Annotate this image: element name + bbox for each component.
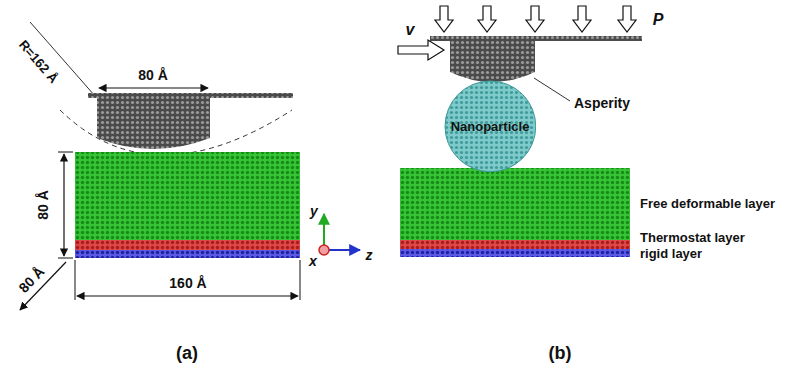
tick: [75, 260, 76, 300]
nanoparticle-circle: Nanoparticle: [444, 80, 537, 173]
dimension-label: x: [309, 254, 317, 269]
dimension-label: rigid layer: [640, 247, 702, 261]
dimension-label: P: [653, 11, 664, 29]
tick: [300, 260, 301, 300]
dimension-label: z: [366, 248, 373, 263]
pressure-arrows: [435, 6, 636, 32]
dimension-label: Free deformable layer: [640, 197, 775, 211]
rigid-layer: [400, 249, 630, 257]
dimension-line: [77, 295, 298, 296]
asperity: [97, 98, 210, 149]
top-sheet: [430, 36, 642, 41]
dimension-line: [99, 87, 208, 88]
dimension-label: 80 Å: [36, 190, 51, 220]
leader-line: [534, 78, 570, 101]
nanoparticle: [445, 81, 536, 172]
free-layer: [75, 152, 300, 240]
thermostat-layer: [400, 240, 630, 249]
panel-b: [398, 6, 642, 257]
dimension-label: Asperity: [574, 96, 630, 111]
dimension-label: y: [310, 204, 318, 219]
tick: [58, 258, 73, 259]
dimension-line: [63, 154, 64, 256]
panel-a: [20, 22, 360, 310]
dimension-label: 80 Å: [16, 264, 48, 296]
dimension-label: 80 Å: [138, 68, 168, 83]
x-axis: [319, 245, 329, 255]
thermostat-layer: [75, 240, 300, 250]
top-sheet: [88, 93, 293, 98]
free-layer: [400, 168, 630, 240]
asperity: [450, 41, 535, 82]
rigid-layer: [75, 250, 300, 258]
dimension-label: 160 Å: [169, 276, 206, 291]
dimension-label: R=162 Å: [16, 38, 61, 86]
node-label: Nanoparticle: [451, 119, 530, 134]
velocity-arrow: [398, 40, 444, 60]
dimension-label: (a): [176, 344, 198, 364]
tick: [58, 152, 73, 153]
dimension-label: v: [406, 21, 415, 39]
dimension-label: Thermostat layer: [640, 231, 745, 245]
dimension-label: (b): [549, 344, 572, 364]
